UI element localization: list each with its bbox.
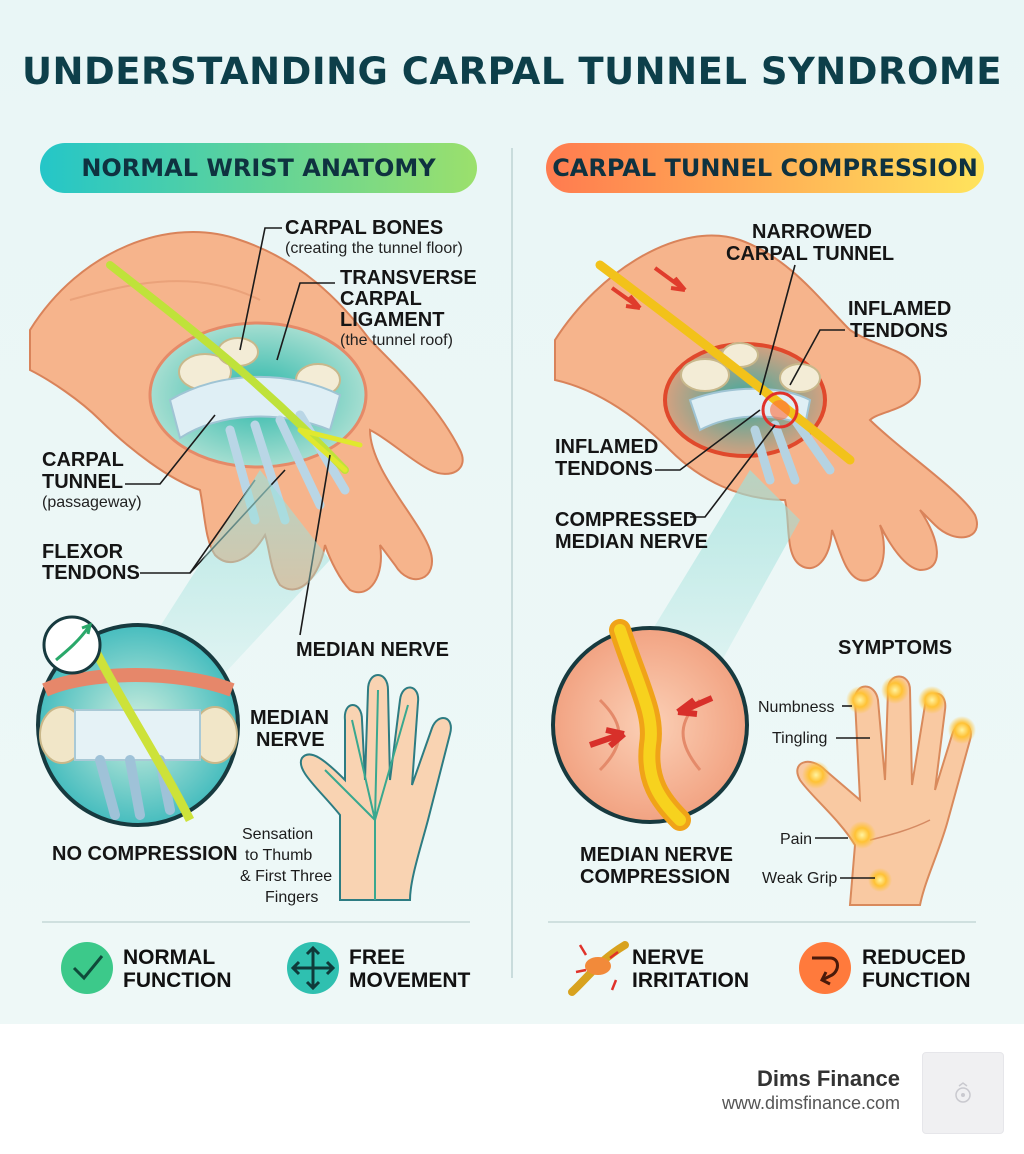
narrowed-label-line2: CARPAL TUNNEL xyxy=(726,243,895,265)
reduced-function-line1: REDUCED xyxy=(862,946,966,969)
no-compression-label: NO COMPRESSION xyxy=(52,843,238,865)
median-compression-line2: COMPRESSION xyxy=(580,866,731,888)
symptoms-hand-diagram xyxy=(796,675,976,906)
median-compression-line1: MEDIAN NERVE xyxy=(580,844,733,866)
median-nerve-label: MEDIAN NERVE xyxy=(296,639,449,661)
flexor-tendons-label-line1: FLEXOR xyxy=(42,541,124,563)
flexor-tendons-label-line2: TENDONS xyxy=(42,562,140,584)
symptom-leaders xyxy=(815,705,875,879)
ligament-note: (the tunnel roof) xyxy=(340,332,453,349)
normal-wrist-hand xyxy=(29,231,464,594)
median-nerve-hand-diagram xyxy=(299,674,452,901)
carpal-tunnel-label-line2: TUNNEL xyxy=(42,471,124,493)
arrows-icon xyxy=(287,942,339,994)
inflamed-tendons-top-line1: INFLAMED xyxy=(848,298,952,320)
normal-function-line2: FUNCTION xyxy=(123,969,232,992)
anatomy-illustration xyxy=(29,227,978,996)
panel-divider xyxy=(511,148,513,978)
symptom-weak-grip: Weak Grip xyxy=(762,870,838,887)
symptoms-title: SYMPTOMS xyxy=(838,637,953,659)
zoom-circle-compressed xyxy=(551,619,749,831)
carpal-tunnel-label-line1: CARPAL xyxy=(42,449,124,471)
carpal-bones-note: (creating the tunnel floor) xyxy=(285,240,463,257)
infographic: UNDERSTANDING CARPAL TUNNEL SYNDROME NOR… xyxy=(0,0,1024,1024)
symptom-tingling: Tingling xyxy=(772,730,828,747)
ligament-label-line1: TRANSVERSE xyxy=(340,267,477,289)
median-nerve-hand-label-line2: NERVE xyxy=(256,729,325,751)
ligament-label-line2: CARPAL xyxy=(340,288,422,310)
page-title: UNDERSTANDING CARPAL TUNNEL SYNDROME xyxy=(22,50,1002,93)
right-footer-divider xyxy=(548,921,976,923)
nerve-irritation-line2: IRRITATION xyxy=(632,969,750,992)
compressed-wrist-hand xyxy=(554,234,978,582)
inflamed-tendons-left-line1: INFLAMED xyxy=(555,436,659,458)
ligament-label-line3: LIGAMENT xyxy=(340,309,445,331)
symptom-pain: Pain xyxy=(780,831,813,848)
narrowed-label-line1: NARROWED xyxy=(752,221,872,243)
free-movement-line1: FREE xyxy=(349,946,406,969)
carpal-tunnel-note: (passageway) xyxy=(42,494,142,511)
sensation-line4: Fingers xyxy=(265,889,319,906)
nerve-irritation-icon xyxy=(568,941,629,996)
brand-url[interactable]: www.dimsfinance.com xyxy=(721,1093,900,1113)
compressed-nerve-line1: COMPRESSED xyxy=(555,509,698,531)
check-icon xyxy=(61,942,113,994)
sensation-line3: & First Three xyxy=(240,868,333,885)
normal-function-line1: NORMAL xyxy=(123,946,216,969)
brand-name: Dims Finance xyxy=(756,1066,900,1091)
right-leader-lines xyxy=(655,264,845,518)
compressed-nerve-line2: MEDIAN NERVE xyxy=(555,531,708,553)
left-footer-divider xyxy=(42,921,470,923)
sensation-line1: Sensation xyxy=(242,826,314,843)
nerve-irritation-line1: NERVE xyxy=(632,946,704,969)
zoom-circle-normal xyxy=(36,615,240,827)
inflamed-tendons-left-line2: TENDONS xyxy=(555,458,653,480)
reduced-function-line2: FUNCTION xyxy=(862,969,971,992)
compression-heading: CARPAL TUNNEL COMPRESSION xyxy=(546,143,984,193)
down-arrow-icon xyxy=(799,942,851,994)
brand-logo-icon xyxy=(955,1082,971,1103)
brand-logo xyxy=(922,1052,1004,1134)
inflamed-tendons-top-line2: TENDONS xyxy=(850,320,948,342)
symptom-numbness: Numbness xyxy=(758,699,835,716)
sensation-line2: to Thumb xyxy=(245,847,313,864)
median-nerve-hand-label-line1: MEDIAN xyxy=(250,707,329,729)
normal-anatomy-heading: NORMAL WRIST ANATOMY xyxy=(40,143,477,193)
free-movement-line2: MOVEMENT xyxy=(349,969,471,992)
carpal-bones-label: CARPAL BONES xyxy=(285,217,444,239)
